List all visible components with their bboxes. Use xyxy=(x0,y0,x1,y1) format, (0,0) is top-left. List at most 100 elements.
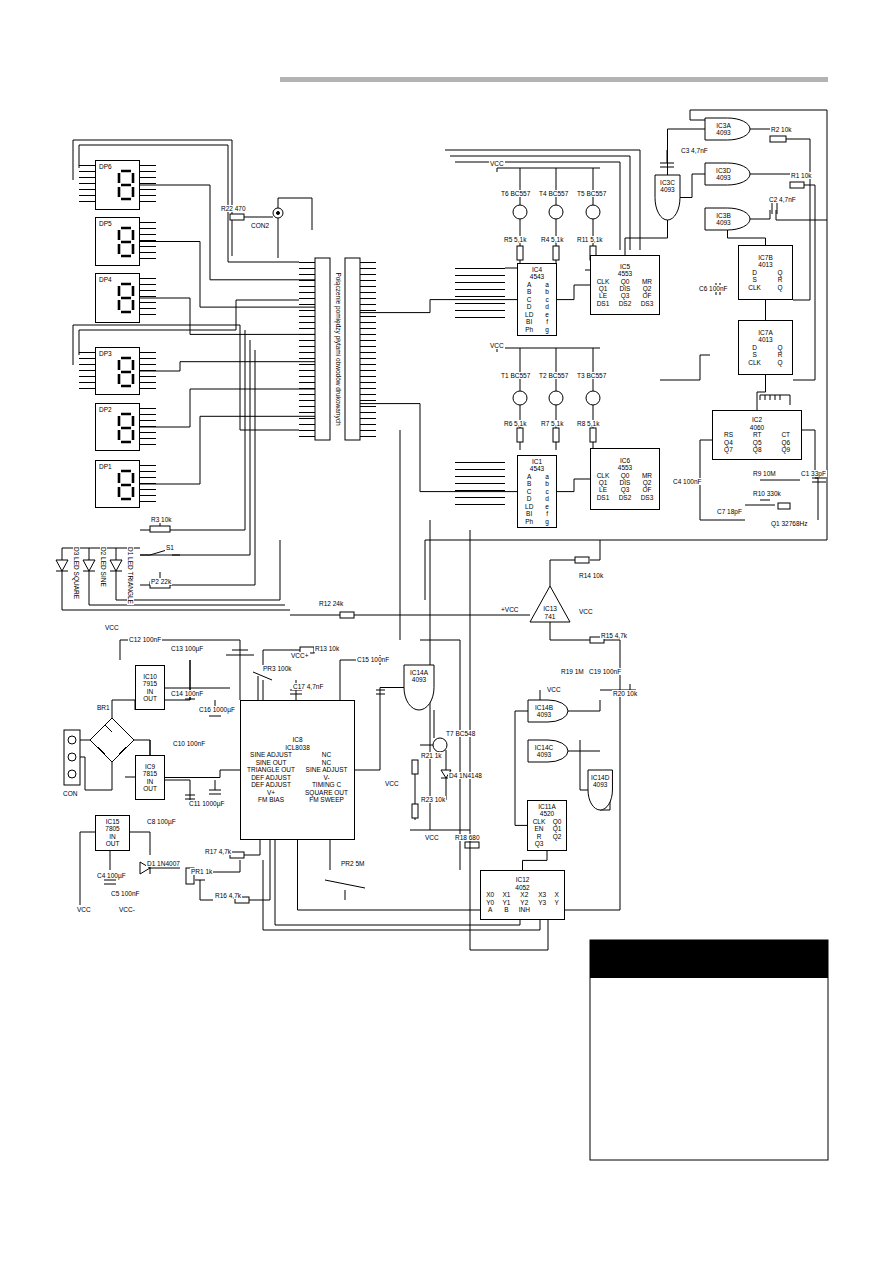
component-label: T6 BC557 xyxy=(500,190,531,197)
component-symbol xyxy=(280,77,828,82)
component-label: VCC xyxy=(384,780,400,787)
pin-circle xyxy=(586,205,600,219)
component-label: C19 100nF xyxy=(588,668,622,675)
component-symbol xyxy=(590,428,596,442)
pin-name: b xyxy=(545,480,549,487)
part-name: DP2 xyxy=(99,406,112,413)
component-symbol xyxy=(553,246,559,260)
component-label: C16 1000µF xyxy=(198,706,236,713)
pin-name: C xyxy=(527,296,532,303)
component-label: R11 5,1k xyxy=(576,236,604,243)
pin-name: LE xyxy=(599,486,607,493)
component-label: R14 10k xyxy=(578,572,604,579)
pin-name: Q6 xyxy=(781,439,790,446)
wire xyxy=(140,408,156,448)
part-name: IC9 xyxy=(145,763,155,770)
wire-connector xyxy=(140,185,315,280)
wire xyxy=(120,640,240,716)
component-symbol xyxy=(412,804,418,818)
part-name: 4093 xyxy=(716,174,730,181)
logic-gate: IC14B4093 xyxy=(528,700,568,722)
wire xyxy=(73,140,299,430)
component-label: CON xyxy=(62,790,78,797)
wire-connector xyxy=(140,362,315,371)
pin-name: Q xyxy=(778,284,783,291)
component-label: T1 BC557 xyxy=(500,372,531,379)
gate-outline xyxy=(588,770,612,810)
wire-connector xyxy=(765,300,766,320)
wire-connector xyxy=(557,285,590,300)
wire xyxy=(425,110,827,600)
ic-box: IC8ICL8038SINE ADJUSTNCSINE OUTNCTRIANGL… xyxy=(240,700,355,840)
component-label: R4 5,1k xyxy=(540,236,564,243)
pin-name: B xyxy=(504,906,508,913)
pin-name: C xyxy=(527,488,532,495)
wire-connector xyxy=(140,416,315,484)
pin-name: D xyxy=(752,269,757,276)
component-label: D1 1N4007 xyxy=(146,860,181,867)
pin-name: e xyxy=(545,503,549,510)
wire xyxy=(98,725,126,754)
pin-name: LE xyxy=(599,292,607,299)
wire xyxy=(760,395,790,405)
pin-name: LD xyxy=(525,503,533,510)
component-label: C1 33pF xyxy=(800,470,827,477)
part-name: IC10 xyxy=(143,673,157,680)
logic-gate: IC3B4093 xyxy=(705,208,750,230)
part-name: IC14C xyxy=(535,744,553,751)
wire xyxy=(497,168,600,270)
seven-segment xyxy=(117,469,135,501)
pin-name: CLK xyxy=(748,359,761,366)
component-label: VCC xyxy=(104,624,120,631)
pin-name: RT xyxy=(753,431,762,438)
pin-name: OF xyxy=(642,486,651,493)
seven-segment xyxy=(119,284,133,312)
component-label: S1 xyxy=(165,544,175,551)
pin-circle xyxy=(277,212,280,215)
component-symbol xyxy=(345,258,360,440)
wire xyxy=(56,571,290,610)
wire xyxy=(772,202,777,214)
wire xyxy=(410,710,470,830)
component-symbol xyxy=(150,526,170,532)
pin-name: Q7 xyxy=(724,446,733,453)
ic-box: IC107915INOUT xyxy=(135,665,165,710)
pin-name: S xyxy=(752,276,756,283)
part-name: 7805 xyxy=(105,825,119,832)
pin-circle xyxy=(513,391,527,405)
component-label: C14 100nF xyxy=(170,690,204,697)
part-name: 7815 xyxy=(143,770,157,777)
seven-segment xyxy=(117,412,135,444)
part-name: IC12 xyxy=(516,876,530,883)
component-label: C15 100nF xyxy=(356,656,390,663)
pin-name: Q8 xyxy=(753,446,762,453)
connector-strip: Połączenie pomiędzy płytami obwodów druk… xyxy=(315,258,360,440)
part-name: DP4 xyxy=(99,276,112,283)
wire-connector xyxy=(360,300,517,313)
pin-name: RS xyxy=(724,431,733,438)
part-name: 4543 xyxy=(530,465,544,472)
part-name: 741 xyxy=(545,613,556,620)
component-label: R2 10k xyxy=(770,126,793,133)
pin-name: Q1 xyxy=(599,479,608,486)
wire xyxy=(140,330,255,585)
wire-connector xyxy=(625,220,668,255)
component-label: C12 100nF xyxy=(128,636,162,643)
component-label: R20 10k xyxy=(612,690,638,697)
display-box: DP2 xyxy=(95,403,140,451)
component-symbol xyxy=(315,258,330,440)
wire xyxy=(79,165,95,206)
pin-name: Q0 xyxy=(553,818,562,825)
pin-name: Q4 xyxy=(724,439,733,446)
component-label: R6 5,1k xyxy=(503,420,527,427)
component-label: C6 100nF xyxy=(698,285,729,292)
diode-symbol xyxy=(56,560,68,571)
pin-name: OUT xyxy=(143,695,157,702)
part-name: 4093 xyxy=(593,781,607,788)
wire xyxy=(299,262,315,437)
component-symbol xyxy=(517,428,523,442)
seven-segment xyxy=(119,358,133,386)
component-label: T2 BC557 xyxy=(538,372,569,379)
component-symbol xyxy=(575,557,589,563)
part-name: IC3C xyxy=(660,179,675,186)
